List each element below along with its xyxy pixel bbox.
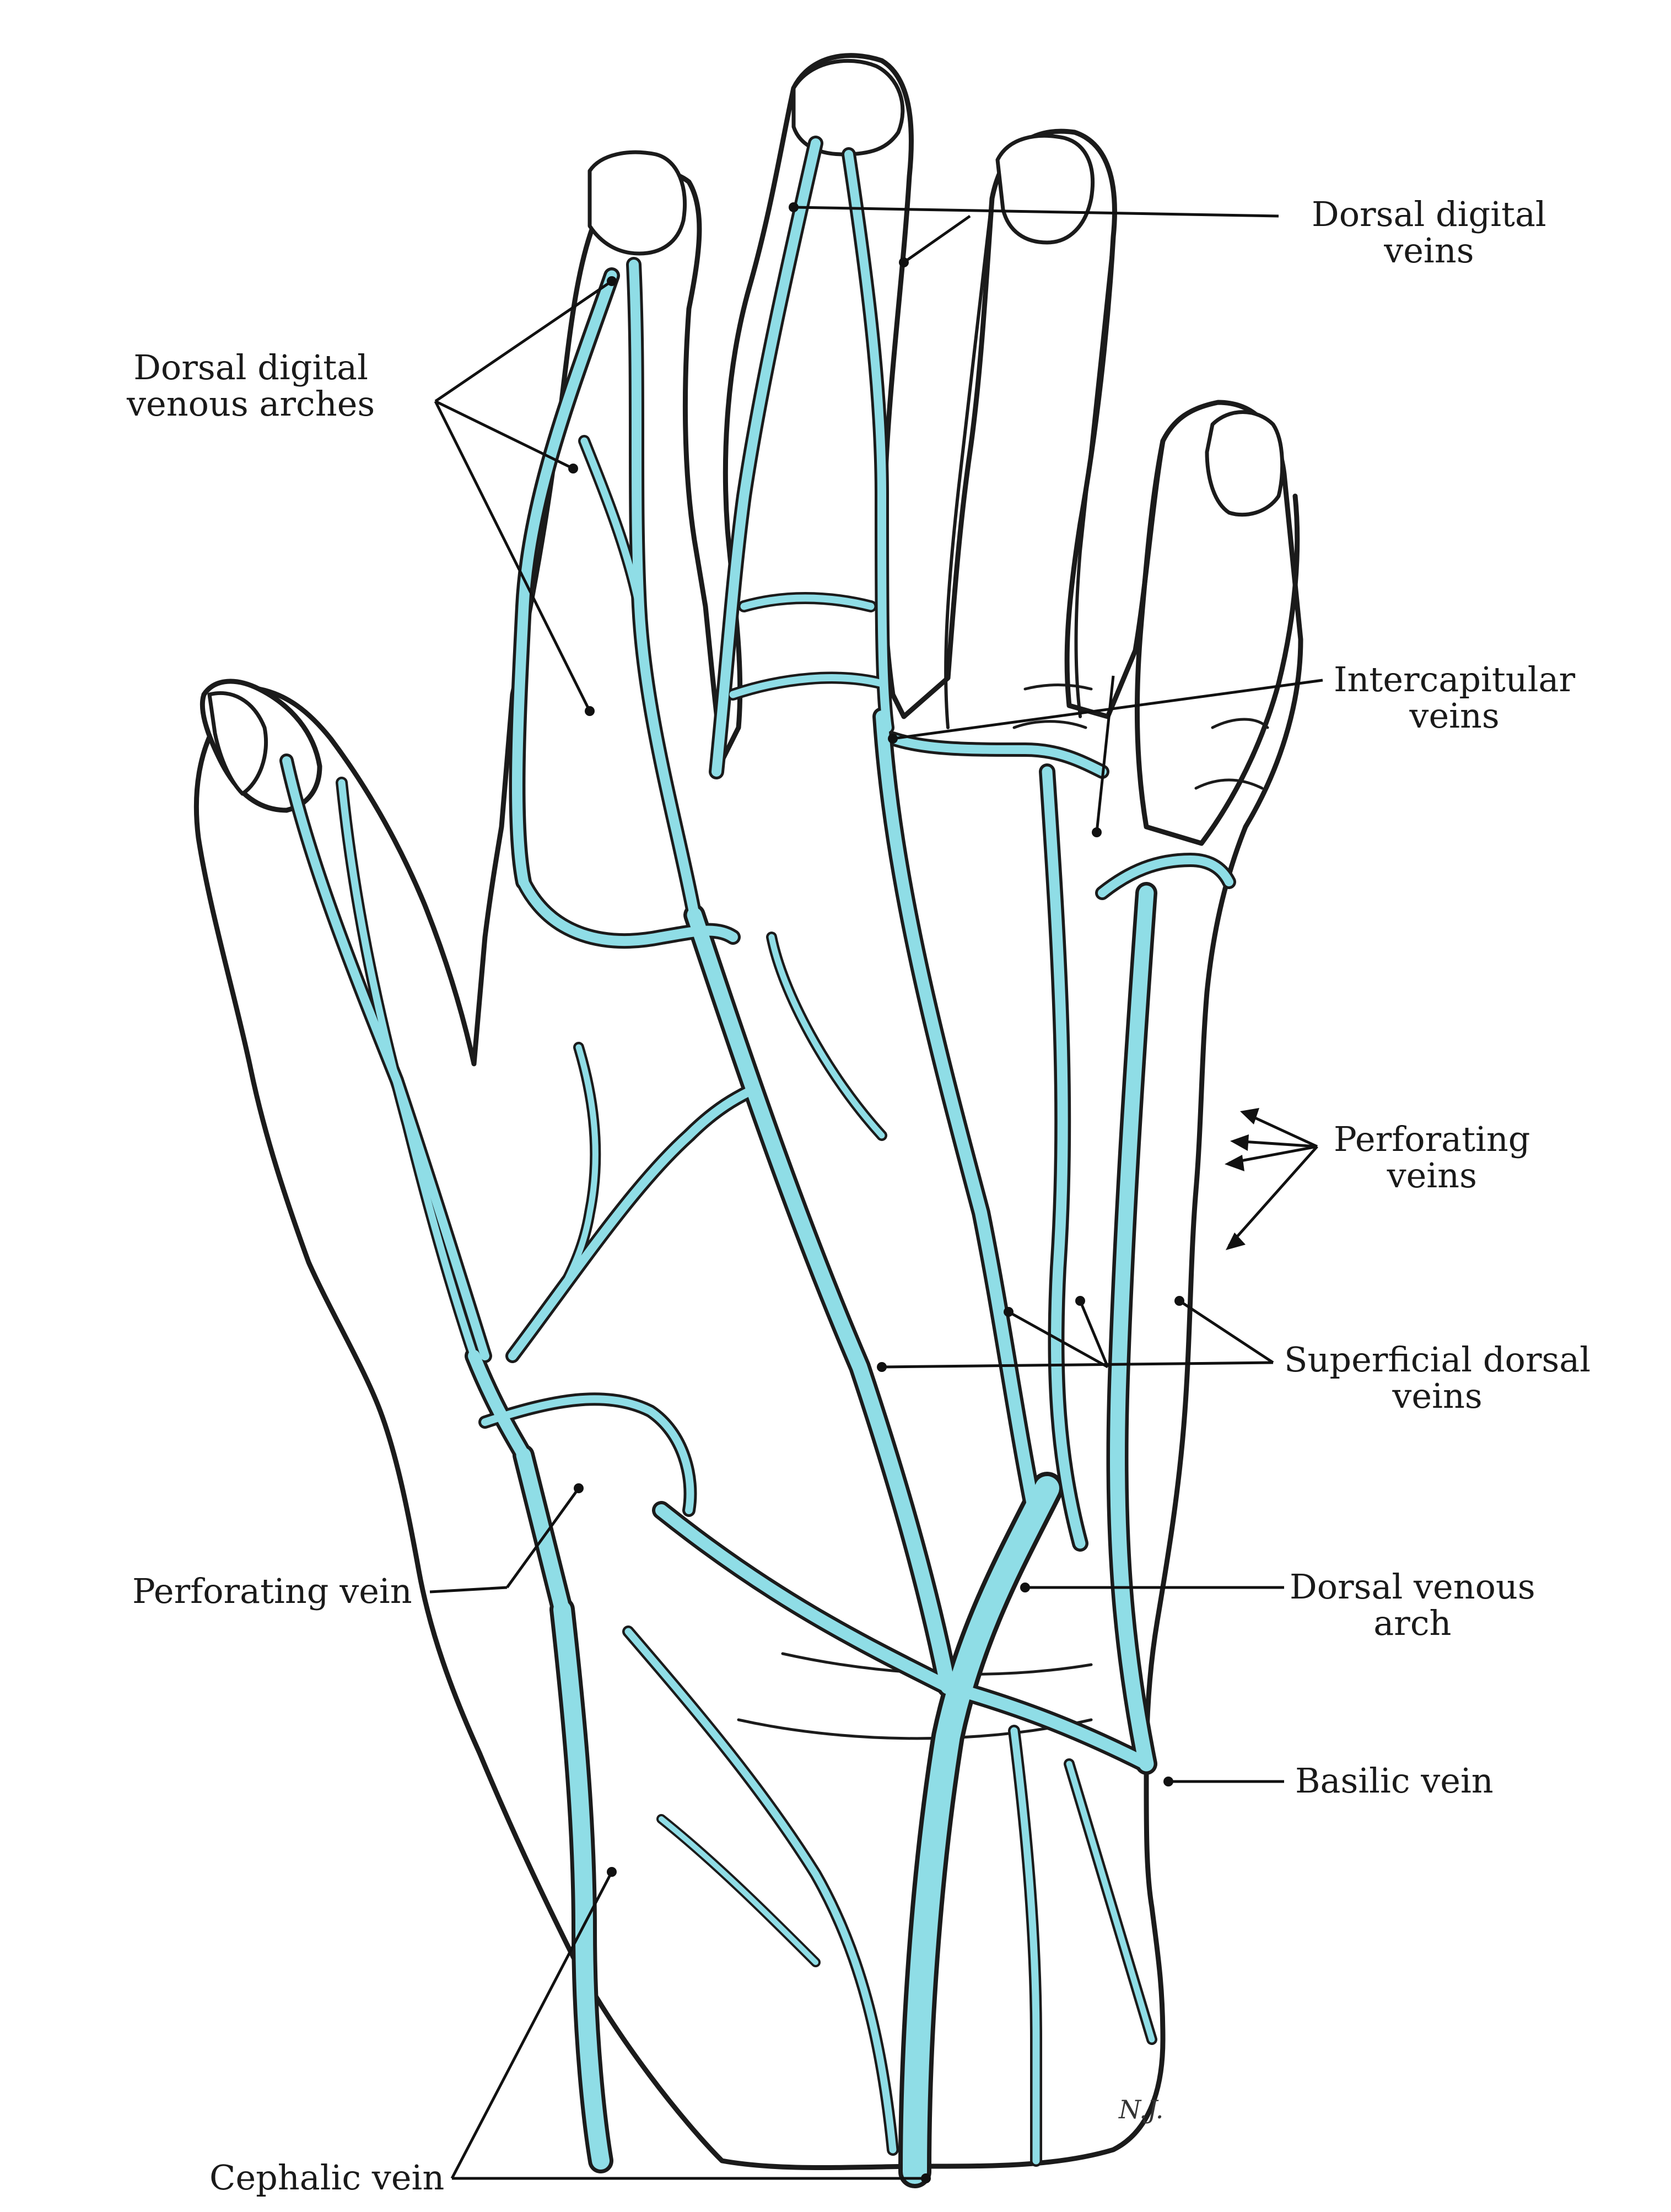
label-line: Superficial dorsal xyxy=(1284,1339,1591,1380)
label-perforating-vein: Perforating vein xyxy=(132,1573,412,1610)
leader-perforating-vein-2 xyxy=(505,1487,580,1589)
leader-cephalic-1 xyxy=(450,1871,613,2179)
leader-perforating-1 xyxy=(1244,1112,1318,1148)
index-nail xyxy=(587,150,687,256)
leader-arches-3 xyxy=(434,400,591,712)
leader-endpoints xyxy=(568,202,1184,2183)
label-line: Dorsal digital xyxy=(1312,194,1546,234)
label-cephalic-vein: Cephalic vein xyxy=(209,2160,444,2196)
wrist-crease-2 xyxy=(737,1718,1093,1740)
label-dorsal-venous-arch: Dorsal venous arch xyxy=(1290,1569,1535,1641)
label-line: Dorsal venous xyxy=(1290,1567,1535,1607)
label-line: Dorsal digital xyxy=(133,347,368,387)
leader-intercap-2 xyxy=(1095,675,1115,833)
label-superficial-dorsal-veins: Superficial dorsal veins xyxy=(1284,1342,1591,1414)
leader-intercap-1 xyxy=(892,679,1323,740)
label-line: Basilic vein xyxy=(1295,1761,1494,1801)
leader-perforating-vein-1 xyxy=(429,1586,508,1594)
label-line: arch xyxy=(1373,1603,1452,1643)
label-line: veins xyxy=(1384,230,1474,271)
veins xyxy=(279,136,1236,2188)
leader-perforating-4 xyxy=(1228,1145,1318,1247)
thumbnail xyxy=(207,691,268,796)
artist-signature: N.J. xyxy=(1119,2095,1164,2124)
leader-dorsal-digital-1 xyxy=(793,206,1279,218)
label-dorsal-digital-veins: Dorsal digital veins xyxy=(1312,196,1546,269)
leader-arches-2 xyxy=(434,400,574,470)
label-line: veins xyxy=(1392,1376,1483,1416)
label-intercapitular-veins: Intercapitular veins xyxy=(1334,661,1575,734)
knuckle-crease-4 xyxy=(1194,778,1264,790)
leader-perforating-3 xyxy=(1228,1145,1318,1165)
leader-superficial-2 xyxy=(1007,1310,1109,1369)
label-line: Perforating vein xyxy=(132,1571,412,1611)
leader-superficial-1 xyxy=(881,1361,1274,1369)
ring-nail xyxy=(995,133,1095,245)
perforating-arrowheads xyxy=(1225,1108,1259,1250)
label-perforating-veins: Perforating veins xyxy=(1334,1121,1530,1194)
knuckle-crease-1 xyxy=(1023,683,1093,691)
knuckle-crease-3 xyxy=(1211,718,1269,729)
label-line: Perforating xyxy=(1334,1119,1530,1159)
label-line: veins xyxy=(1409,696,1500,736)
label-line: Intercapitular xyxy=(1334,659,1576,699)
leader-arches-1 xyxy=(434,279,613,403)
leader-superficial-4 xyxy=(1178,1299,1274,1364)
leader-dorsal-digital-2 xyxy=(903,214,971,264)
vein-fills xyxy=(282,138,1233,2184)
label-dorsal-digital-venous-arches: Dorsal digital venous arches xyxy=(127,349,375,422)
leader-superficial-3 xyxy=(1079,1300,1109,1368)
label-line: Cephalic vein xyxy=(209,2157,445,2198)
ring-finger-line xyxy=(944,197,994,729)
little-nail xyxy=(1205,410,1285,517)
leader-lines xyxy=(429,206,1323,2180)
label-basilic-vein: Basilic vein xyxy=(1295,1763,1494,1799)
label-line: veins xyxy=(1387,1155,1477,1196)
hand-body xyxy=(193,53,1303,2170)
label-line: venous arches xyxy=(127,384,375,424)
ring-finger-line-2 xyxy=(1074,235,1115,718)
knuckle-crease-2 xyxy=(1012,720,1087,729)
little-finger xyxy=(1134,438,1300,846)
